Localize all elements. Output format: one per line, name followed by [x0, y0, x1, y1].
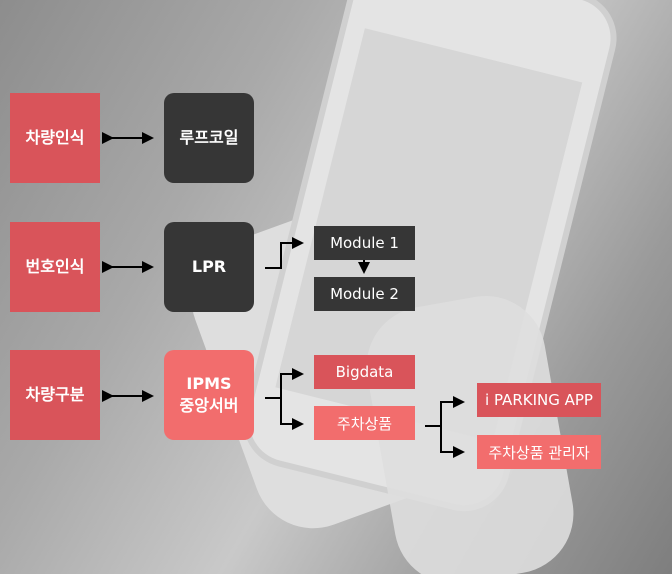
vehicle-classification-box: 차량구분	[10, 350, 100, 440]
product-admin-box: 주차상품 관리자	[477, 435, 601, 469]
ipms-server-box: IPMS 중앙서버	[164, 350, 254, 440]
lpr-arrow	[265, 237, 304, 269]
plate-recognition-box: 번호인식	[10, 222, 100, 312]
parking-product-box: 주차상품	[314, 406, 415, 440]
lpr-box: LPR	[164, 222, 254, 312]
product-arrow	[280, 398, 304, 430]
admin-arrow	[440, 426, 465, 458]
bigdata-box: Bigdata	[314, 355, 415, 389]
iparking-app-box: i PARKING APP	[477, 383, 601, 417]
module-1-box: Module 1	[314, 226, 415, 260]
app-arrow	[425, 396, 465, 427]
module-2-box: Module 2	[314, 277, 415, 311]
bigdata-arrow	[265, 368, 304, 399]
loop-coil-box: 루프코일	[164, 93, 254, 183]
vehicle-detection-box: 차량인식	[10, 93, 100, 183]
